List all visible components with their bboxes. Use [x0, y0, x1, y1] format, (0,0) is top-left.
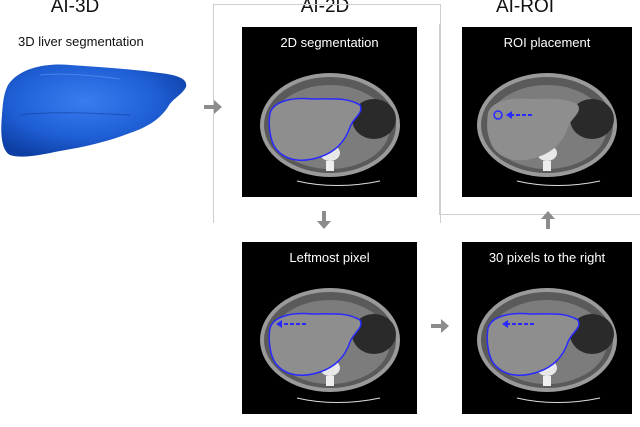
down-arrow-icon [317, 211, 331, 229]
airoi-group-bracket [439, 24, 640, 215]
panel-label: 30 pixels to the right [488, 250, 606, 265]
ct-slice-image [477, 73, 617, 186]
roi-circle [493, 110, 503, 120]
right-arrow-icon [431, 319, 449, 333]
liver-3d-shape [1, 64, 187, 157]
liver-3d-render [1, 64, 187, 157]
panel-30-pixels-right: 30 pixels to the right [462, 242, 632, 414]
right-arrow-icon [204, 100, 222, 114]
ct-slice-image [477, 288, 617, 403]
panel-roi-placement: ROI placement [462, 27, 632, 197]
ct-slice-image [260, 73, 400, 186]
section-title-airoi: AI-ROI [495, 0, 555, 17]
up-arrow-icon [541, 211, 555, 229]
section-title-ai3d: AI-3D [50, 0, 100, 17]
panel-label: 2D segmentation [280, 35, 379, 50]
panel-label: ROI placement [503, 35, 591, 50]
panel-label: Leftmost pixel [289, 250, 370, 265]
liver-outline [268, 97, 362, 162]
ai2d-group-bracket [213, 4, 441, 223]
ct-slice-image [260, 288, 400, 403]
liver-3d-caption: 3D liver segmentation [18, 34, 144, 49]
panel-2d-segmentation: 2D segmentation [242, 27, 417, 197]
panel-leftmost-pixel: Leftmost pixel [242, 242, 417, 414]
